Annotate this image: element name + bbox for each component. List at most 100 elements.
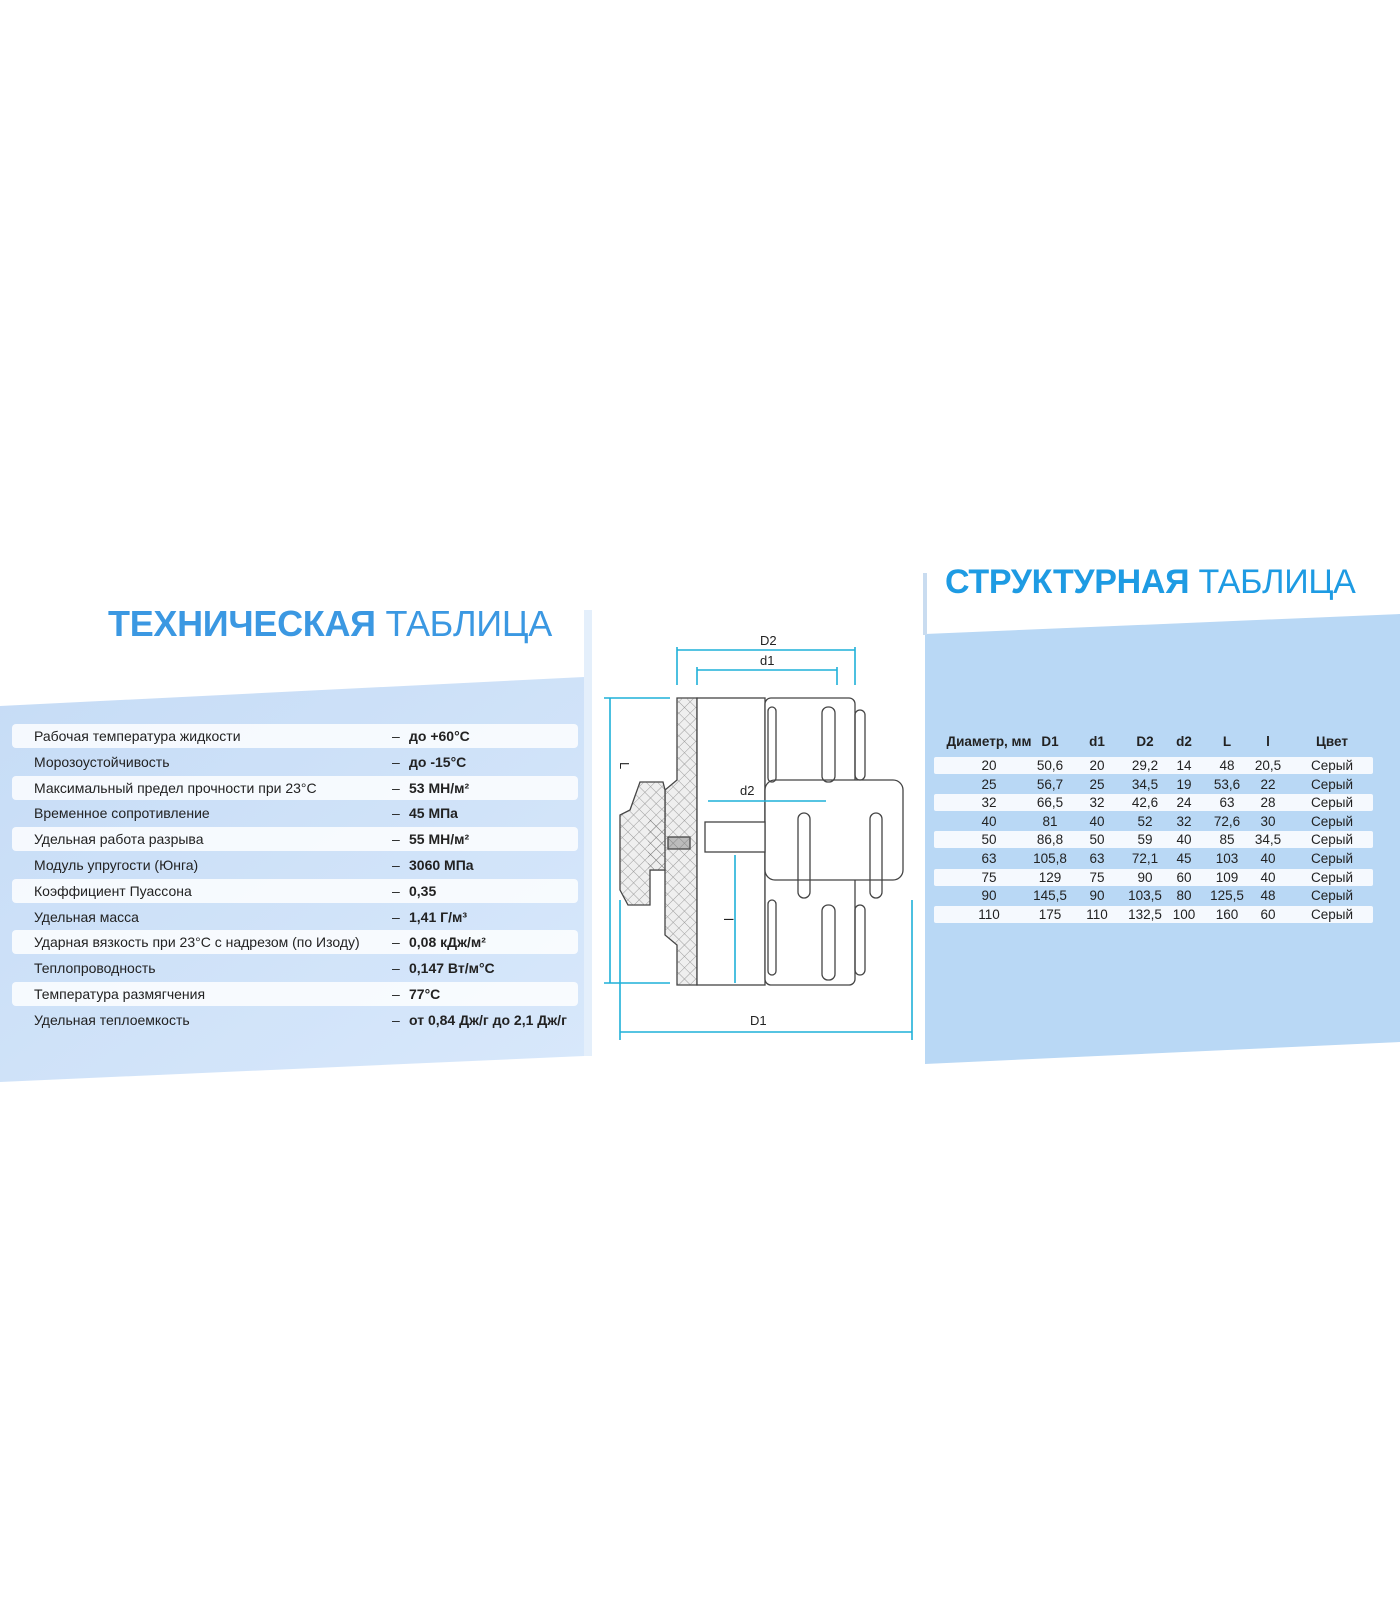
table-cell: 125,5 [1210, 888, 1244, 904]
technical-table-title: ТЕХНИЧЕСКАЯ ТАБЛИЦА [108, 603, 552, 645]
spec-label: Временное сопротивление [34, 805, 210, 822]
table-cell: Серый [1310, 906, 1354, 922]
table-cell: 40 [981, 813, 997, 829]
spec-row: Коэффициент Пуассона–0,35 [12, 878, 578, 903]
spec-dash: – [392, 986, 400, 1002]
table-cell: Серый [1310, 869, 1354, 885]
table-cell: 75 [1089, 869, 1105, 885]
table-cell: Серый [1310, 832, 1354, 848]
table-cell: 129 [1038, 869, 1062, 885]
column-header: l [1266, 734, 1270, 749]
table-cell: 66,5 [1036, 795, 1064, 811]
spec-label: Морозоустойчивость [34, 753, 170, 770]
spec-label: Коэффициент Пуассона [34, 882, 192, 899]
spec-label: Удельная работа разрыва [34, 831, 204, 848]
table-cell: 60 [1260, 906, 1276, 922]
spec-dash: – [392, 728, 400, 744]
spec-row: Морозоустойчивость–до -15°C [12, 750, 578, 774]
spec-row: Максимальный предел прочности при 23°C–5… [12, 775, 578, 800]
spec-value: 0,147 Вт/м°C [409, 960, 495, 977]
spec-dash: – [392, 805, 400, 822]
column-header: d2 [1176, 734, 1192, 749]
title-bold: СТРУКТУРНАЯ [945, 563, 1190, 601]
table-cell: 80 [1176, 888, 1192, 904]
table-cell: 42,6 [1131, 795, 1159, 811]
spec-row: Модуль упругости (Юнга)–3060 МПа [12, 853, 578, 877]
table-cell: 132,5 [1128, 906, 1162, 922]
table-cell: 48 [1260, 888, 1276, 904]
table-cell: 86,8 [1036, 832, 1064, 848]
spec-row: Временное сопротивление –45 МПа [12, 801, 578, 825]
spec-dash: – [392, 908, 400, 925]
table-cell: Серый [1310, 851, 1354, 866]
table-cell: 14 [1176, 758, 1192, 773]
table-cell: 50 [1089, 832, 1105, 848]
table-cell: 63 [1219, 795, 1235, 811]
table-cell: Серый [1310, 888, 1354, 904]
table-cell: Серый [1310, 758, 1354, 773]
table-cell: 60 [1176, 869, 1192, 885]
structural-table-title: СТРУКТУРНАЯ ТАБЛИЦА [945, 563, 1356, 602]
table-cell: 145,5 [1033, 888, 1067, 904]
spec-dash: – [392, 831, 400, 848]
table-cell: 34,5 [1254, 832, 1282, 848]
table-cell: 72,6 [1213, 813, 1241, 829]
table-cell: 50,6 [1036, 758, 1064, 773]
column-header: L [1222, 734, 1232, 749]
table-cell: 103 [1215, 851, 1239, 866]
table-cell: 19 [1176, 776, 1192, 792]
spec-value: до +60°C [409, 728, 470, 744]
spec-dash: – [392, 934, 400, 951]
spec-label: Ударная вязкость при 23°C с надрезом (по… [34, 934, 360, 951]
left-panel-edge [584, 610, 592, 1056]
column-header: Диаметр, мм [946, 734, 1032, 749]
spec-dash: – [392, 882, 400, 899]
title-bold: ТЕХНИЧЕСКАЯ [108, 603, 376, 644]
table-cell: 75 [981, 869, 997, 885]
title-light: ТАБЛИЦА [385, 603, 552, 644]
table-cell: 175 [1038, 906, 1062, 922]
spec-value: 1,41 Г/м³ [409, 908, 467, 925]
spec-dash: – [392, 779, 400, 796]
spec-dash: – [392, 753, 400, 770]
table-cell: 72,1 [1131, 851, 1159, 866]
table-cell: 56,7 [1036, 776, 1064, 792]
table-cell: 90 [981, 888, 997, 904]
spec-label: Температура размягчения [34, 986, 206, 1002]
table-cell: 103,5 [1128, 888, 1162, 904]
table-cell: 24 [1176, 795, 1192, 811]
column-header: d1 [1089, 734, 1105, 749]
spec-row: Ударная вязкость при 23°C с надрезом (по… [12, 930, 578, 955]
table-cell: 29,2 [1131, 758, 1159, 773]
spec-value: 77°C [409, 986, 441, 1002]
table-cell: 30 [1260, 813, 1276, 829]
table-cell: 100 [1172, 906, 1196, 922]
table-cell: 110 [1086, 906, 1108, 922]
table-cell: 48 [1219, 758, 1235, 773]
spec-row: Удельная работа разрыва–55 МН/м² [12, 827, 578, 852]
spec-label: Модуль упругости (Юнга) [34, 857, 199, 873]
spec-row: Удельная масса–1,41 Г/м³ [12, 905, 578, 929]
table-cell: 59 [1137, 832, 1153, 848]
column-header: D1 [1041, 734, 1059, 749]
table-cell: 63 [981, 851, 997, 866]
spec-value: 45 МПа [409, 805, 458, 822]
table-cell: 32 [1089, 795, 1105, 811]
table-cell: 50 [981, 832, 997, 848]
table-cell: 90 [1137, 869, 1153, 885]
table-cell: 45 [1176, 851, 1192, 866]
table-cell: 28 [1260, 795, 1276, 811]
spec-row: Теплопроводность–0,147 Вт/м°C [12, 956, 578, 980]
table-cell: 34,5 [1131, 776, 1159, 792]
spec-value: от 0,84 Дж/г до 2,1 Дж/г [409, 1011, 567, 1028]
table-cell: 20,5 [1254, 758, 1282, 773]
spec-row: Рабочая температура жидкости–до +60°C [12, 724, 578, 748]
table-cell: 109 [1215, 869, 1239, 885]
spec-value: 0,08 кДж/м² [409, 934, 486, 951]
table-cell: 63 [1089, 851, 1105, 866]
table-cell: 40 [1260, 851, 1276, 866]
